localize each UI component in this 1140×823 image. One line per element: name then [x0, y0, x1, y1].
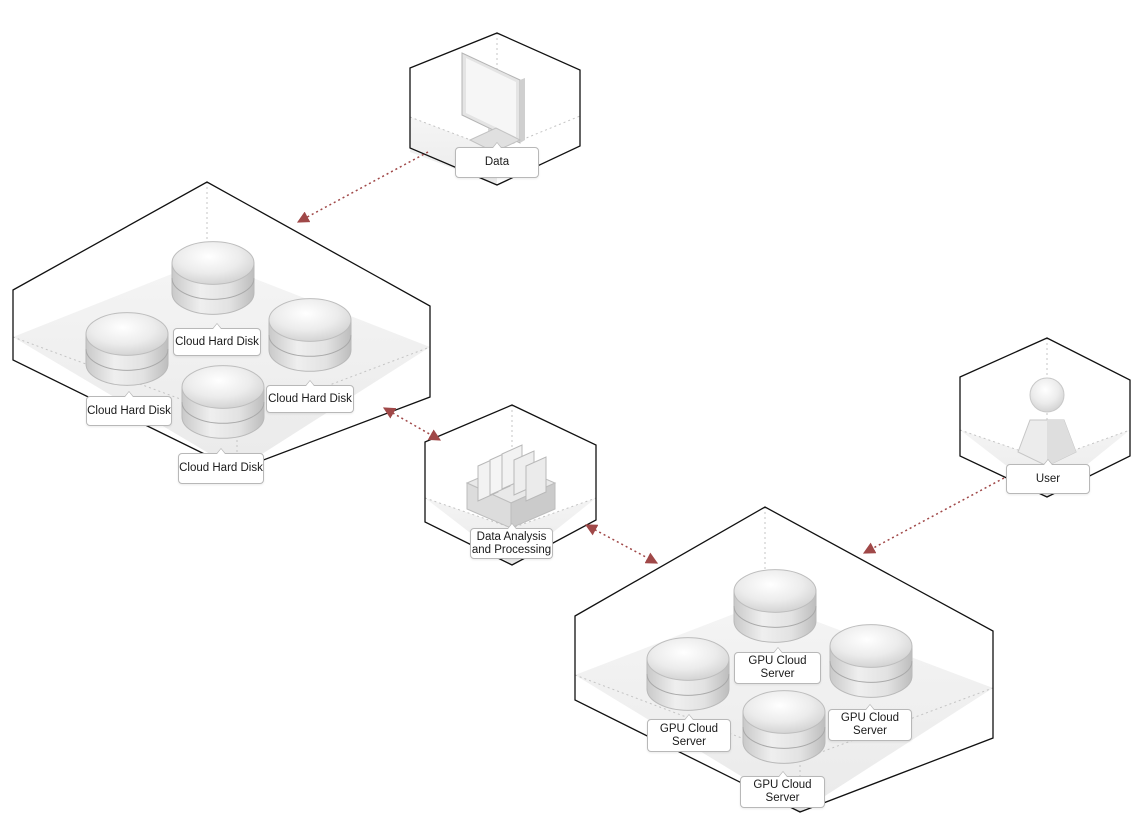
gpu-cube-outline [574, 506, 994, 813]
processing-label: Data Analysis and Processing [470, 523, 553, 559]
storage-disk-label: Cloud Hard Disk [178, 448, 264, 484]
database-icon [829, 624, 913, 698]
data-label: Data [455, 142, 539, 178]
connectors [296, 151, 1005, 564]
gpu-server-label: GPU Cloud Server [740, 771, 825, 808]
database-icon [733, 569, 817, 643]
processing-cube-outline [424, 404, 597, 566]
monitor-icon [461, 52, 525, 153]
user-label: User [1006, 459, 1090, 494]
storage-disk-label: Cloud Hard Disk [86, 391, 172, 426]
database-icon [181, 365, 265, 439]
connector-data-to-storage [296, 151, 429, 223]
connector-storage-processing [382, 407, 442, 441]
connector-processing-gpu [584, 524, 659, 564]
user-cube-outline [959, 337, 1131, 498]
gpu-server-label: GPU Cloud Server [647, 714, 731, 752]
storage-disk-label: Cloud Hard Disk [266, 380, 354, 413]
data-cube-guide [409, 115, 581, 151]
storage-cube-guide [12, 336, 431, 421]
connector-user-to-gpu [862, 477, 1005, 554]
database-icon [171, 241, 255, 315]
data-cube-outline [409, 32, 581, 186]
user-icon [1017, 377, 1077, 467]
database-icon [646, 637, 730, 711]
gpu-server-label: GPU Cloud Server [828, 704, 912, 741]
user-cube-guide [959, 429, 1131, 461]
gpu-server-label: GPU Cloud Server [734, 647, 821, 684]
database-icon [742, 690, 826, 764]
database-icon [85, 312, 169, 386]
storage-disk-label: Cloud Hard Disk [173, 323, 261, 356]
server-blade-icon [465, 444, 557, 529]
storage-cube-outline [12, 181, 431, 471]
database-icon [268, 298, 352, 372]
processing-cube-guide [424, 497, 597, 529]
